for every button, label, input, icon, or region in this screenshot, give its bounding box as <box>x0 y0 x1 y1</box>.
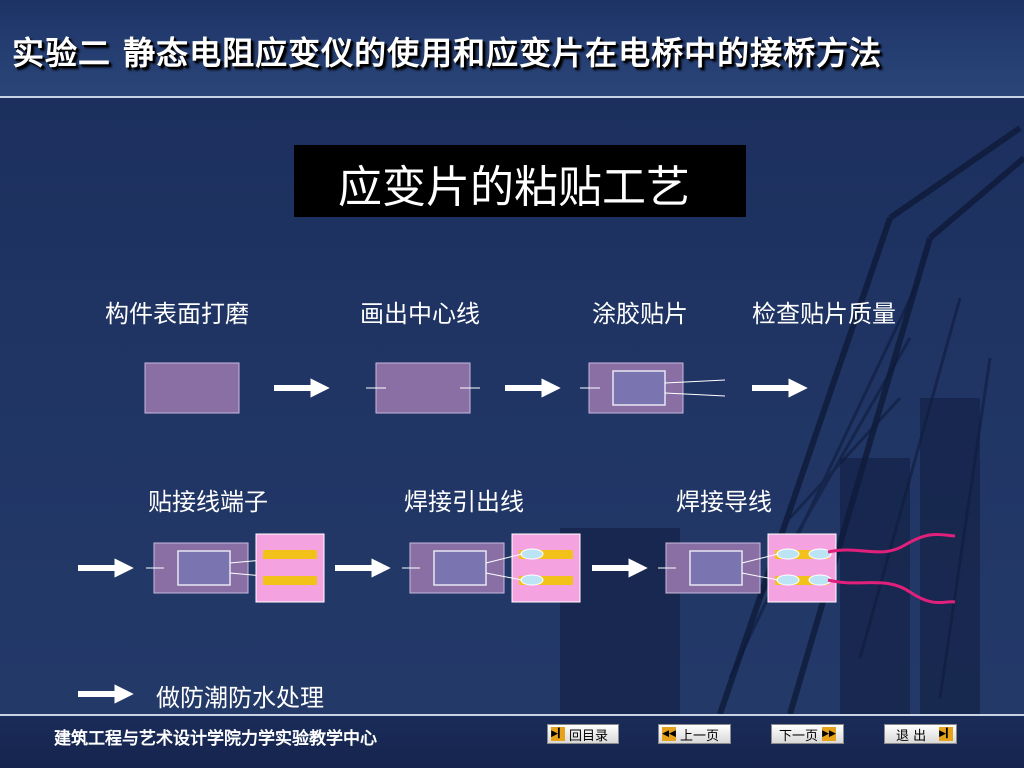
next-page-button[interactable]: 下一页 ▶▶ <box>771 724 844 744</box>
specimen-with-gauge <box>580 362 726 414</box>
specimen-plain <box>144 362 240 414</box>
exit-icon: ▶▎ <box>939 727 953 741</box>
exit-button[interactable]: 退 出 ▶▎ <box>884 724 957 744</box>
specimen-soldered-wires <box>658 532 956 605</box>
header-bar <box>0 0 1024 96</box>
prev-page-label: 上一页 <box>680 728 720 744</box>
menu-icon: ▶▎ <box>551 727 565 741</box>
page-title: 实验二 静态电阻应变仪的使用和应变片在电桥中的接桥方法 <box>12 34 883 72</box>
step-label-solder-leads: 焊接引出线 <box>404 488 524 516</box>
step-label-solder-wires: 焊接导线 <box>676 488 772 516</box>
prev-page-button[interactable]: ◀◀ 上一页 <box>658 724 731 744</box>
header-divider <box>0 96 1024 98</box>
step-label-terminal: 贴接线端子 <box>148 488 268 516</box>
menu-button[interactable]: ▶▎ 回目录 <box>547 724 619 744</box>
step-label-polish: 构件表面打磨 <box>105 300 249 328</box>
footer-divider <box>0 714 1024 716</box>
rewind-icon: ◀◀ <box>662 727 676 741</box>
footer-org-name: 建筑工程与艺术设计学院力学实验教学中心 <box>54 729 377 749</box>
section-title-box: 应变片的粘贴工艺 <box>294 145 746 217</box>
footer-bar: 建筑工程与艺术设计学院力学实验教学中心 ▶▎ 回目录 ◀◀ 上一页 下一页 ▶▶… <box>0 716 1024 768</box>
menu-button-label: 回目录 <box>569 728 609 744</box>
step-label-inspect: 检查贴片质量 <box>752 300 896 328</box>
step-label-glue: 涂胶贴片 <box>592 300 688 328</box>
step-label-waterproof: 做防潮防水处理 <box>156 684 324 712</box>
specimen-with-terminal <box>146 533 325 603</box>
section-title: 应变片的粘贴工艺 <box>338 162 690 213</box>
specimen-soldered-leads <box>402 533 581 603</box>
exit-button-label: 退 出 <box>896 728 927 744</box>
fast-forward-icon: ▶▶ <box>822 727 837 741</box>
next-page-label: 下一页 <box>779 728 819 744</box>
specimen-center-line <box>366 362 480 414</box>
step-label-center-line: 画出中心线 <box>360 300 480 328</box>
